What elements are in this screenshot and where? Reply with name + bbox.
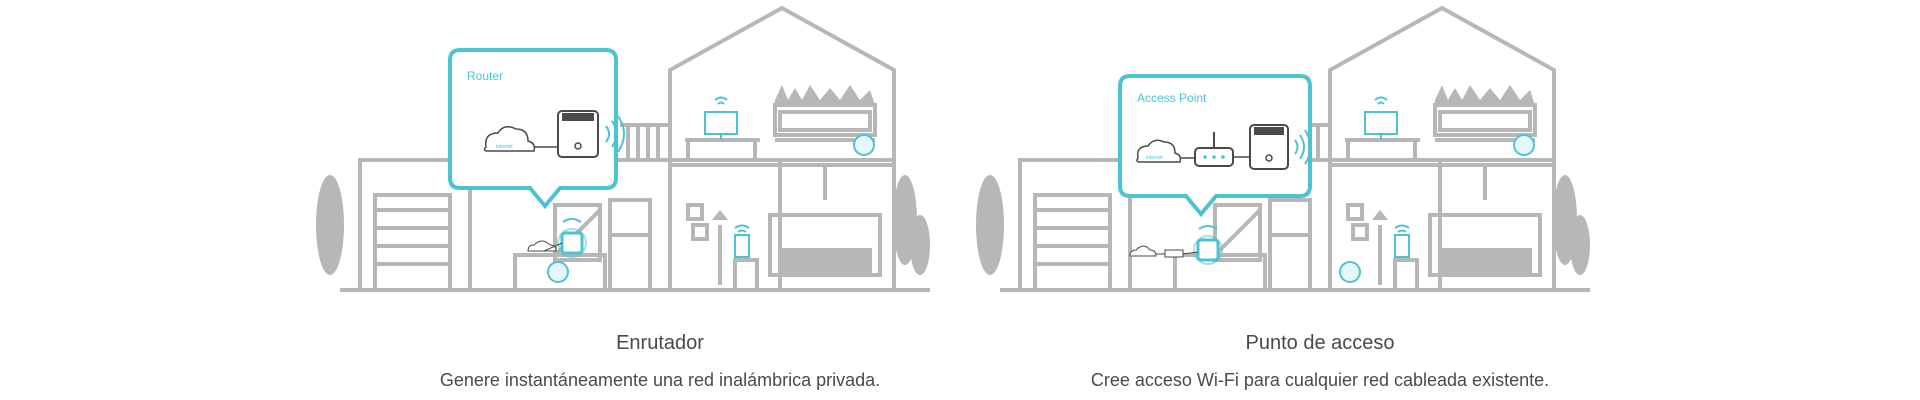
- internet-label: internet: [496, 144, 513, 150]
- phone-icon: [734, 234, 750, 258]
- garage-door: [1033, 193, 1112, 292]
- tree-right-2: [910, 215, 930, 275]
- monitor-icon: [1364, 111, 1398, 135]
- router-device-icon: [560, 231, 584, 255]
- wifi-signal-icon: [1374, 96, 1388, 101]
- tree-left: [976, 175, 1004, 275]
- router-mode-panel: Router internet Enrutador Genere instant…: [310, 0, 1010, 400]
- monitor-icon: [704, 111, 738, 135]
- internet-cloud-icon: [483, 126, 536, 152]
- router-house-illustration: Router internet: [316, 5, 930, 292]
- garage-door: [373, 193, 452, 292]
- wifi-wave-icon: [605, 125, 610, 143]
- signal-spot-icon: [1339, 261, 1361, 283]
- access-point-callout: Access Point internet: [1118, 74, 1312, 218]
- internet-label: internet: [1146, 155, 1163, 161]
- router-callout: Router internet: [448, 48, 625, 210]
- wifi-signal-icon: [714, 96, 728, 101]
- access-point-icon: [1249, 124, 1289, 170]
- mode-description: Genere instantáneamente una red inalámbr…: [439, 370, 881, 390]
- small-cloud-icon: [527, 240, 557, 252]
- tall-house-outline: [668, 5, 896, 290]
- mode-title: Enrutador: [616, 332, 704, 354]
- wifi-wave-icon: [1294, 139, 1299, 155]
- tree-right-2: [1570, 215, 1590, 275]
- callout-label: Router: [467, 69, 503, 83]
- mode-description: Cree acceso Wi-Fi para cualquier red cab…: [1090, 370, 1550, 390]
- router-icon: [557, 110, 599, 158]
- access-point-mode-panel: Access Point internet Punto de a: [970, 0, 1670, 400]
- mode-title: Punto de acceso: [1245, 332, 1395, 354]
- tall-house-outline: [1328, 5, 1556, 290]
- access-point-house-illustration: Access Point internet: [976, 5, 1590, 292]
- signal-spot-icon: [853, 134, 875, 156]
- signal-spot-icon: [547, 261, 569, 283]
- tree-left: [316, 175, 344, 275]
- phone-icon: [1394, 234, 1410, 258]
- callout-label: Access Point: [1137, 91, 1207, 105]
- signal-spot-icon: [1513, 134, 1535, 156]
- internet-cloud-icon: [1136, 139, 1182, 163]
- small-modem-icon: [1164, 249, 1184, 258]
- small-cloud-icon: [1129, 245, 1157, 257]
- access-point-device-icon: [1196, 238, 1220, 262]
